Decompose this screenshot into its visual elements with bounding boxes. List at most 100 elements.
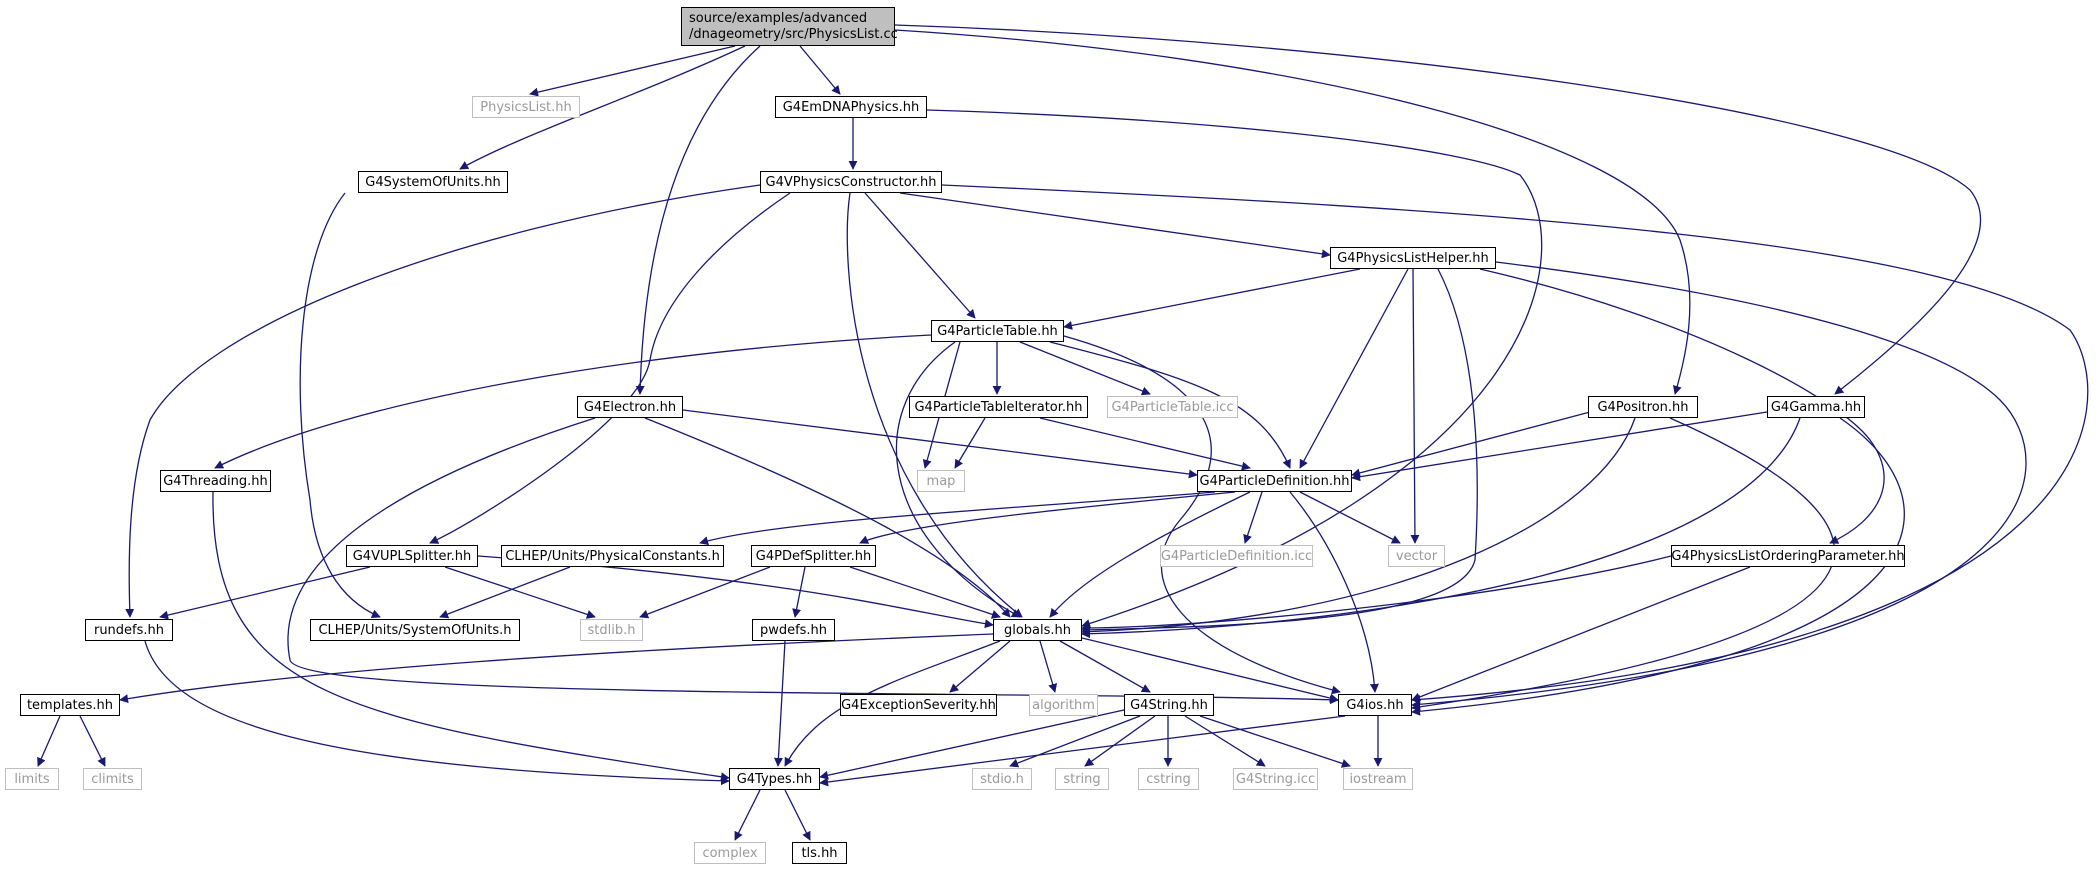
edge-pdefsplit-globals bbox=[849, 566, 1001, 619]
edge-pdef-g4ios bbox=[1289, 491, 1379, 693]
node-g4physicslisthelper[interactable]: G4PhysicsListHelper.hh bbox=[1330, 247, 1496, 269]
node-vector: vector bbox=[1388, 545, 1445, 567]
node-complex: complex bbox=[694, 842, 766, 864]
node-g4electron[interactable]: G4Electron.hh bbox=[577, 396, 683, 418]
edge-vphys-helper bbox=[899, 192, 1331, 259]
node-g4types[interactable]: G4Types.hh bbox=[729, 768, 820, 790]
edge-pdef-pdeficc bbox=[1243, 491, 1263, 544]
node-g4physicslistorderingparameter[interactable]: G4PhysicsListOrderingParameter.hh bbox=[1671, 545, 1905, 567]
edge-emdna-globals bbox=[926, 109, 1543, 628]
edge-helper-pdef bbox=[1299, 268, 1409, 469]
edge-globals-g4string bbox=[1059, 640, 1151, 693]
edge-pwdefs-g4types bbox=[773, 640, 786, 767]
node-g4threading[interactable]: G4Threading.hh bbox=[160, 470, 271, 492]
edge-g4string-string bbox=[1084, 715, 1156, 767]
edge-pdef-pdefsplit bbox=[859, 491, 1236, 544]
edge-templates-climits bbox=[79, 715, 106, 767]
node-g4particledefinition-icc: G4ParticleDefinition.icc bbox=[1160, 545, 1313, 567]
edge-gamma-g4ios bbox=[1411, 417, 1905, 716]
edge-ordering-globals bbox=[1081, 555, 1672, 633]
edge-root-sysunits bbox=[459, 45, 746, 170]
node-clhep-physicalconstants[interactable]: CLHEP/Units/PhysicalConstants.h bbox=[501, 545, 724, 567]
node-root-line2: /dnageometry/src/PhysicsList.cc bbox=[689, 26, 898, 42]
edge-physconst-clhepsys bbox=[439, 566, 571, 619]
edge-positron-g4ios bbox=[1411, 417, 1835, 712]
edge-root-gamma bbox=[894, 24, 1982, 395]
edge-positron-globals bbox=[1081, 417, 1636, 637]
edge-helper-g4ios bbox=[1411, 261, 2027, 709]
node-g4ios[interactable]: G4ios.hh bbox=[1338, 694, 1412, 716]
edge-gamma-pdef bbox=[1351, 411, 1768, 482]
edge-root-electron bbox=[635, 45, 761, 395]
node-iostream: iostream bbox=[1343, 768, 1413, 790]
node-string: string bbox=[1055, 768, 1109, 790]
node-cstring: cstring bbox=[1138, 768, 1199, 790]
node-physicslist-cc: source/examples/advanced /dnageometry/sr… bbox=[681, 7, 898, 46]
edge-pdefsplit-pwdefs bbox=[792, 566, 806, 618]
node-g4particledefinition[interactable]: G4ParticleDefinition.hh bbox=[1197, 470, 1352, 492]
edge-templates-limits bbox=[37, 715, 61, 767]
edge-pdefsplit-stdlib bbox=[639, 566, 771, 619]
node-stdlib: stdlib.h bbox=[580, 619, 643, 641]
edge-pdef-globals bbox=[1049, 491, 1251, 618]
node-g4string[interactable]: G4String.hh bbox=[1124, 694, 1214, 716]
edge-ordering-g4ios bbox=[1411, 566, 1751, 702]
edge-g4string-iostream bbox=[1199, 715, 1351, 768]
edge-vphys-rundefs bbox=[125, 184, 761, 618]
edge-globals-excsev bbox=[949, 640, 1011, 693]
node-limits: limits bbox=[5, 768, 59, 790]
edge-vphys-ptable bbox=[864, 192, 976, 319]
edge-globals-templates bbox=[119, 633, 994, 704]
node-g4particletable-icc: G4ParticleTable.icc bbox=[1107, 396, 1238, 418]
edge-helper-vector bbox=[1410, 268, 1420, 544]
node-g4particletableiterator[interactable]: G4ParticleTableIterator.hh bbox=[909, 396, 1088, 418]
node-g4exceptionseverity[interactable]: G4ExceptionSeverity.hh bbox=[840, 694, 997, 716]
edge-ptiter-pdef bbox=[1039, 417, 1251, 471]
node-g4vphysicsconstructor[interactable]: G4VPhysicsConstructor.hh bbox=[760, 171, 942, 193]
edge-globals-g4types bbox=[784, 640, 1001, 767]
edge-threading-g4types bbox=[212, 491, 730, 782]
edge-globals-algorithm bbox=[1039, 640, 1058, 693]
edge-root-physicslist bbox=[529, 45, 736, 97]
dependency-edges bbox=[37, 24, 2089, 841]
edge-vupl-rundefs bbox=[159, 566, 371, 620]
node-climits: climits bbox=[83, 768, 142, 790]
edge-electron-pdef bbox=[682, 409, 1198, 479]
edge-vphys-g4ios bbox=[941, 184, 2089, 704]
edge-positron-pdef bbox=[1351, 411, 1591, 478]
node-g4vuplsplitter[interactable]: G4VUPLSplitter.hh bbox=[346, 545, 478, 567]
node-map: map bbox=[917, 470, 965, 492]
node-g4systemofunits[interactable]: G4SystemOfUnits.hh bbox=[358, 171, 508, 193]
node-algorithm: algorithm bbox=[1029, 694, 1098, 716]
edge-g4types-tls bbox=[784, 789, 811, 841]
edge-vphys-vupl bbox=[429, 192, 791, 544]
edge-rundefs-g4types bbox=[144, 640, 730, 786]
edge-ptable-g4ios bbox=[1063, 335, 1341, 695]
node-g4particletable[interactable]: G4ParticleTable.hh bbox=[931, 320, 1064, 342]
edge-ptable-pdef bbox=[1049, 341, 1291, 469]
edge-gamma-globals bbox=[1081, 417, 1801, 639]
edge-globals-g4ios bbox=[1081, 637, 1339, 703]
edge-g4string-stringicc bbox=[1184, 715, 1266, 767]
node-tls[interactable]: tls.hh bbox=[792, 842, 847, 864]
edge-vphys-globals bbox=[846, 192, 1023, 618]
node-pwdefs[interactable]: pwdefs.hh bbox=[752, 619, 835, 641]
edge-helper-ordering bbox=[1479, 268, 1885, 544]
edge-sysunits-clhepsys bbox=[299, 192, 381, 618]
node-g4pdefsplitter[interactable]: G4PDefSplitter.hh bbox=[751, 545, 876, 567]
node-templates[interactable]: templates.hh bbox=[20, 694, 120, 716]
edge-g4string-g4types bbox=[819, 709, 1125, 780]
node-stdio: stdio.h bbox=[972, 768, 1032, 790]
node-rundefs[interactable]: rundefs.hh bbox=[85, 619, 173, 641]
node-g4positron[interactable]: G4Positron.hh bbox=[1588, 396, 1698, 418]
node-clhep-systemofunits[interactable]: CLHEP/Units/SystemOfUnits.h bbox=[310, 619, 520, 641]
node-globals[interactable]: globals.hh bbox=[993, 619, 1082, 641]
node-g4gamma[interactable]: G4Gamma.hh bbox=[1767, 396, 1865, 418]
edge-g4string-stdio bbox=[1009, 715, 1141, 768]
node-g4emdnaphysics[interactable]: G4EmDNAPhysics.hh bbox=[775, 96, 927, 118]
node-physicslist-hh: PhysicsList.hh bbox=[472, 96, 580, 118]
edge-helper-globals bbox=[1081, 268, 1478, 635]
edge-g4types-complex bbox=[734, 789, 761, 841]
edge-vupl-stdlib bbox=[444, 566, 596, 619]
